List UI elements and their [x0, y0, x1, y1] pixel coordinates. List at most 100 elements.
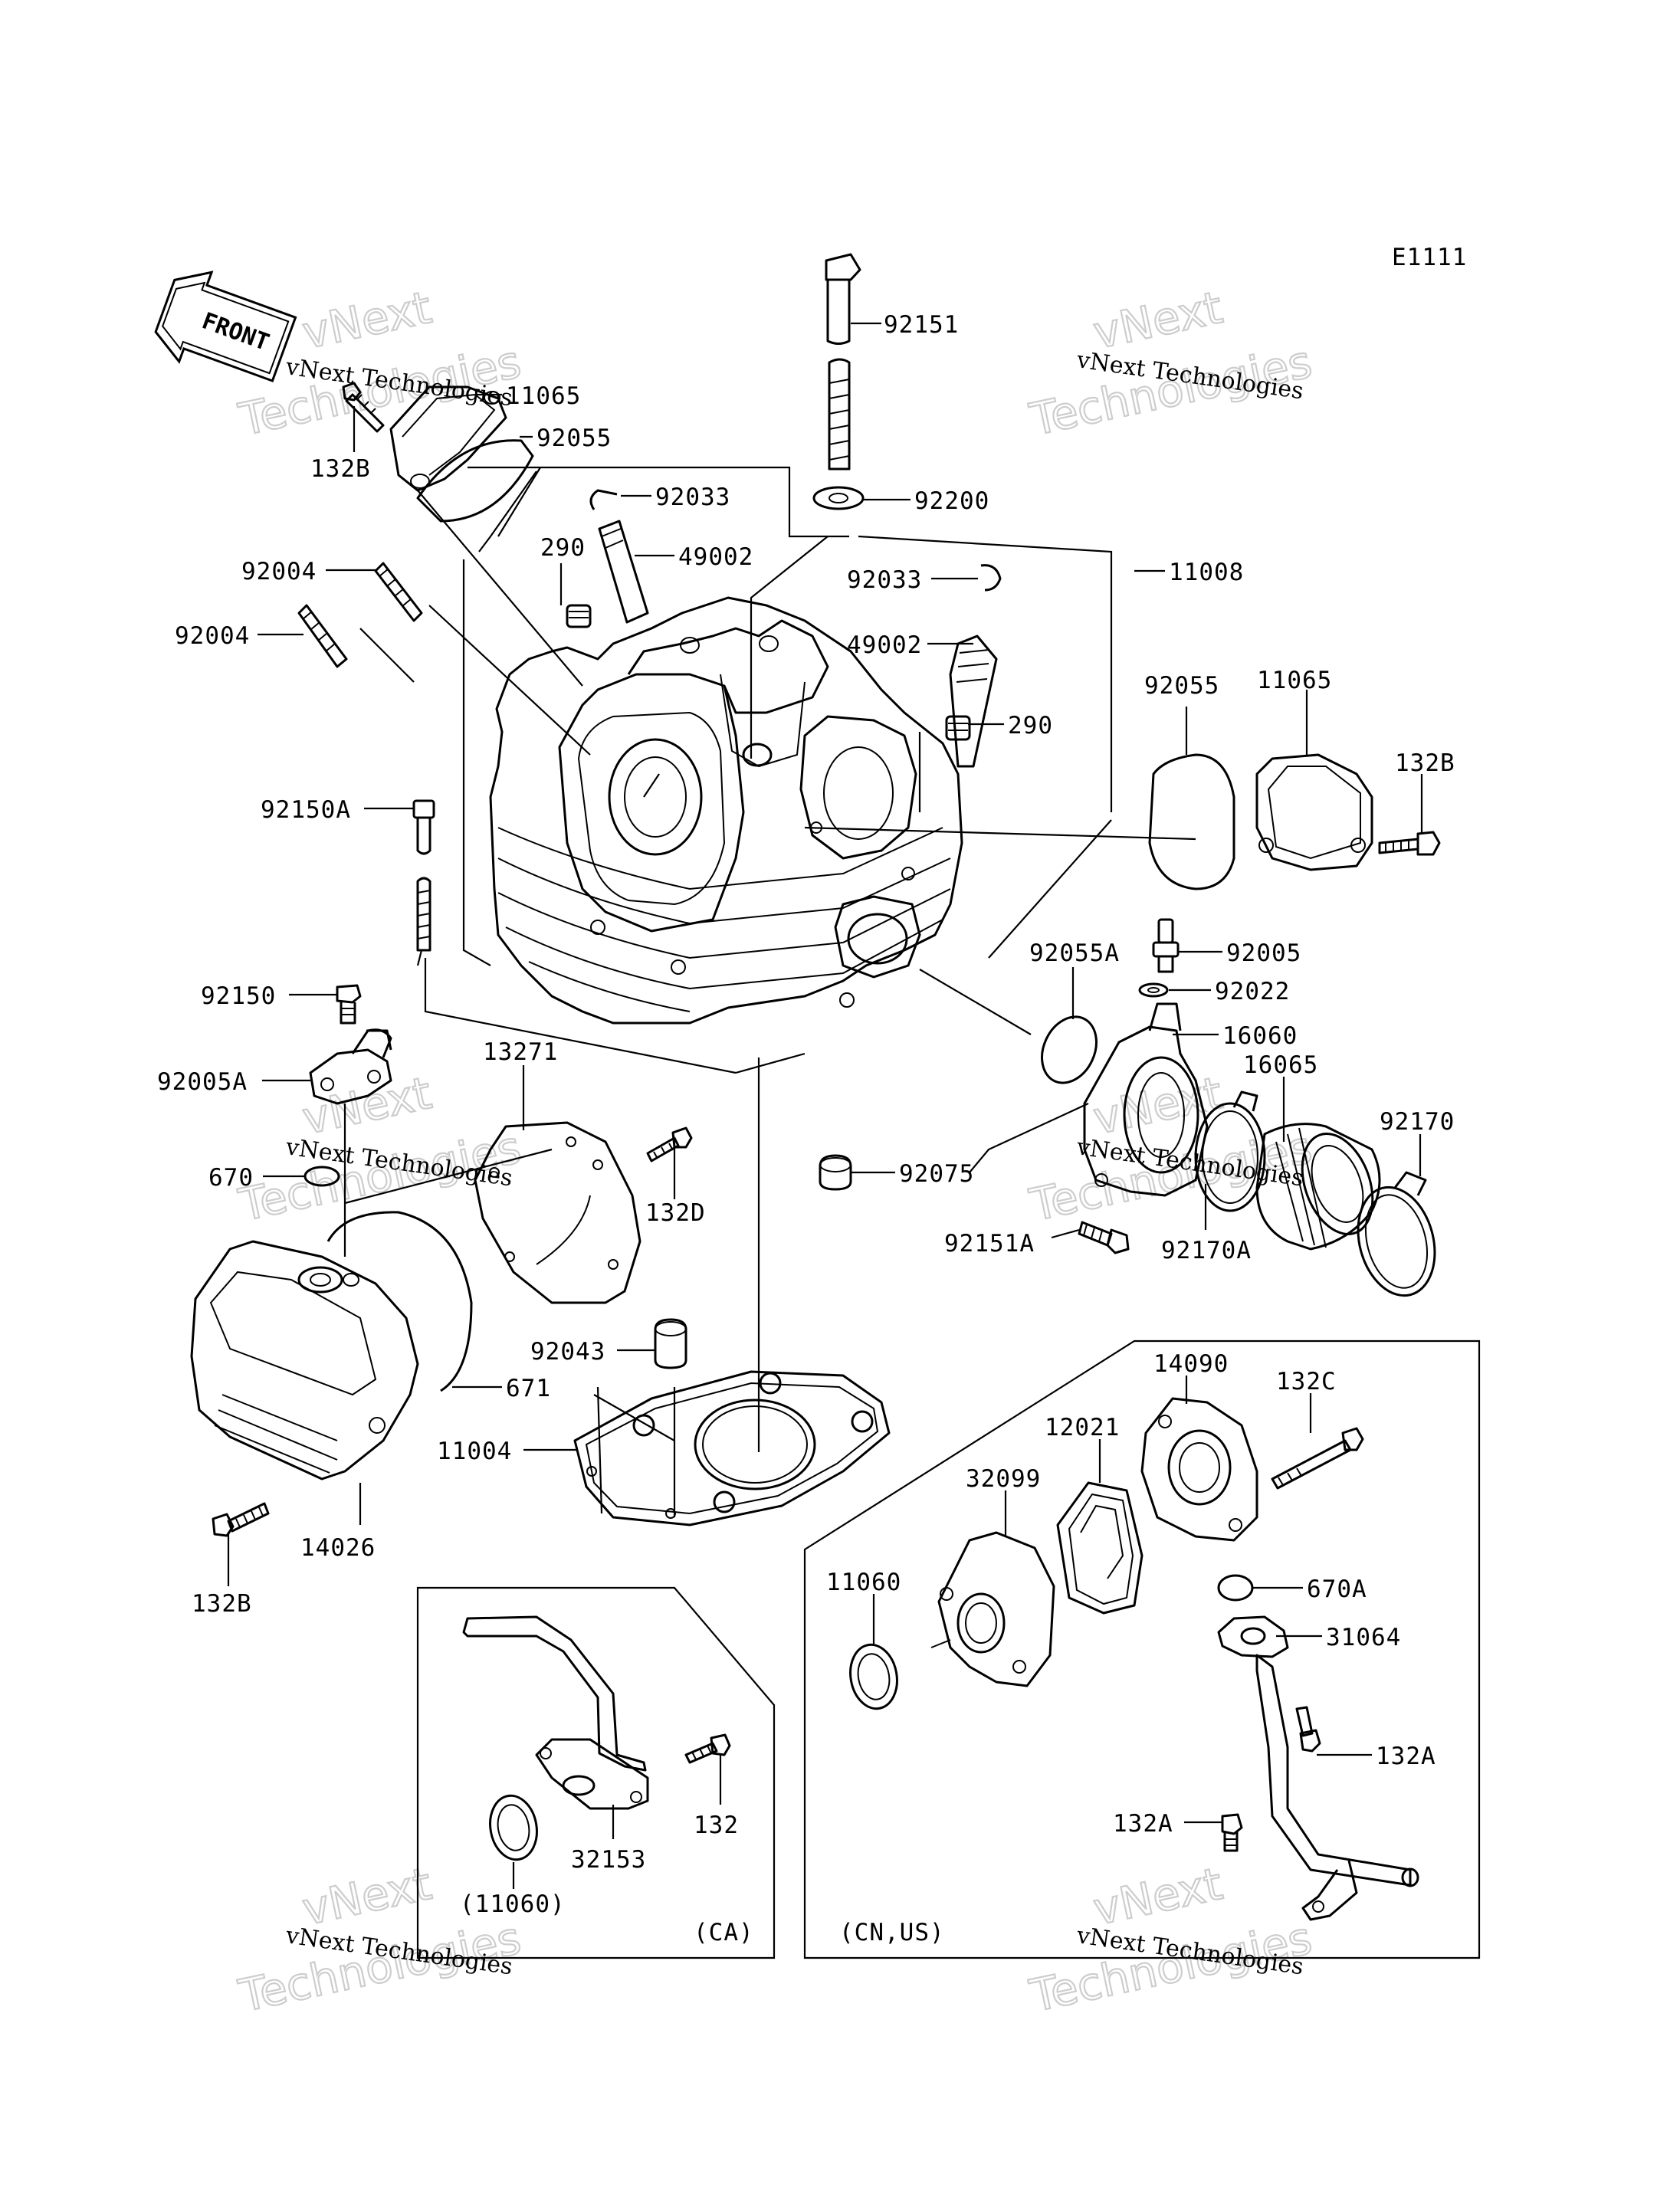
- callout-32099: 32099: [966, 1465, 1041, 1493]
- oring-92055-top: [416, 439, 534, 523]
- bolt-92151A: [1078, 1221, 1130, 1254]
- reed-12021: [1056, 1481, 1144, 1615]
- callout-92043: 92043: [530, 1338, 605, 1366]
- bolt-132C: [1271, 1427, 1364, 1490]
- callout-49002-right: 49002: [847, 631, 922, 659]
- stud-92004-b: [297, 604, 348, 668]
- callout-132A-right: 132A: [1376, 1743, 1436, 1770]
- watermark-bottom-left: vNext Technologies vNext Technologies: [234, 1857, 527, 2023]
- stud-92004-a: [374, 562, 423, 622]
- callout-92033-right: 92033: [847, 566, 922, 594]
- front-direction-arrow-icon: FRONT: [154, 271, 297, 382]
- seal-290-left: [566, 604, 592, 628]
- callout-290-left: 290: [540, 534, 586, 562]
- plate-13271: [474, 1121, 641, 1304]
- cover-14026: [190, 1240, 419, 1481]
- callout-670A: 670A: [1307, 1576, 1367, 1603]
- callout-92005: 92005: [1226, 939, 1301, 967]
- callout-132C: 132C: [1276, 1368, 1337, 1395]
- callout-14026: 14026: [300, 1534, 376, 1562]
- callout-132: 132: [694, 1812, 739, 1839]
- dowel-92043: [654, 1318, 687, 1369]
- callout-92150: 92150: [201, 982, 276, 1010]
- holder-32099: [930, 1531, 1055, 1687]
- callout-670: 670: [208, 1164, 254, 1192]
- callout-92004-b: 92004: [175, 622, 250, 650]
- callout-92055A: 92055A: [1029, 939, 1120, 967]
- callout-92033-left: 92033: [655, 484, 730, 511]
- svg-text:vNext: vNext: [1089, 1858, 1227, 1936]
- svg-text:vNext: vNext: [298, 1067, 436, 1145]
- elbow-92005A: [309, 1028, 392, 1105]
- washer-92022: [1138, 982, 1169, 998]
- circlip-92033-left: [589, 489, 618, 510]
- callout-132D: 132D: [645, 1199, 706, 1227]
- svg-text:vNext: vNext: [1089, 281, 1227, 359]
- leader-lines: [227, 322, 1423, 1889]
- callout-11060: 11060: [826, 1569, 901, 1596]
- bolt-132-ca: [684, 1733, 731, 1764]
- bolt-132D: [646, 1126, 693, 1162]
- top-bolt-92151: [825, 253, 861, 471]
- callout-31064: 31064: [1326, 1624, 1401, 1651]
- bolt-132B-topleft: [342, 382, 385, 433]
- callout-92055-top: 92055: [536, 425, 612, 452]
- bolt-132B-right: [1378, 831, 1441, 856]
- duct-16065: [1255, 1123, 1381, 1251]
- callout-92200: 92200: [914, 487, 989, 515]
- callout-92075: 92075: [899, 1160, 974, 1188]
- svg-text:vNext: vNext: [298, 281, 436, 359]
- callout-671: 671: [506, 1375, 551, 1402]
- cover-11065-right: [1255, 753, 1373, 871]
- callout-11060-paren: (11060): [460, 1890, 566, 1918]
- callout-290-right: 290: [1008, 712, 1053, 739]
- callout-92170: 92170: [1380, 1108, 1455, 1136]
- circlip-92033-right: [980, 564, 1002, 592]
- panel-ca: (CA): [416, 1586, 776, 1959]
- watermark-mid-right: vNext Technologies vNext Technologies: [1025, 1066, 1317, 1232]
- panel-cn-us: (CN,US): [803, 1340, 1481, 1959]
- callout-labels: 92151 11065 92055 132B 92033 92200 290 4…: [157, 311, 1455, 1918]
- oring-92055A: [1041, 1015, 1098, 1084]
- callout-11008: 11008: [1169, 559, 1244, 586]
- callout-13271: 13271: [483, 1038, 558, 1066]
- seal-290-right: [945, 715, 971, 741]
- watermark-top-right: vNext Technologies vNext Technologies: [1025, 280, 1317, 447]
- nipple-92005: [1152, 918, 1180, 973]
- cylinder-head-drawing: [489, 596, 963, 1025]
- callout-132B-right: 132B: [1395, 749, 1455, 777]
- guide-49002-right: [949, 635, 998, 768]
- callout-92004-a: 92004: [241, 558, 317, 585]
- oring-671: [326, 1211, 473, 1392]
- callout-11004: 11004: [437, 1438, 512, 1465]
- callout-92151: 92151: [884, 311, 959, 339]
- oring-92055-right: [1148, 753, 1235, 890]
- callout-16060: 16060: [1222, 1022, 1298, 1050]
- diagram-code: E1111: [1392, 244, 1467, 271]
- assembly-guide-lines: [343, 466, 1196, 1517]
- holder-16060: [1083, 1002, 1209, 1197]
- callout-11065-left: 11065: [506, 382, 581, 410]
- stud-92150A: [412, 799, 435, 952]
- callout-92022: 92022: [1215, 978, 1290, 1005]
- svg-text:vNext: vNext: [298, 1858, 436, 1936]
- washer-92200: [812, 486, 865, 510]
- callout-16065: 16065: [1243, 1051, 1318, 1079]
- dowel-92075: [819, 1154, 852, 1191]
- callout-132B-bottom: 132B: [192, 1590, 252, 1618]
- callout-14090: 14090: [1153, 1350, 1229, 1378]
- pipe-32153: [462, 1615, 649, 1810]
- bolt-92150: [336, 984, 362, 1025]
- seal-11060-cnus: [849, 1643, 898, 1710]
- callout-11065-right: 11065: [1257, 667, 1332, 694]
- oring-670A: [1217, 1574, 1254, 1602]
- callout-92055-right: 92055: [1144, 672, 1219, 700]
- callout-92005A: 92005A: [157, 1068, 248, 1096]
- watermark-bottom-right: vNext Technologies vNext Technologies: [1025, 1857, 1317, 2023]
- callout-12021: 12021: [1045, 1414, 1120, 1441]
- callout-92150A: 92150A: [261, 796, 351, 824]
- gasket-11004: [573, 1370, 891, 1526]
- pipe-31064: [1217, 1615, 1419, 1921]
- callout-32153: 32153: [571, 1846, 646, 1874]
